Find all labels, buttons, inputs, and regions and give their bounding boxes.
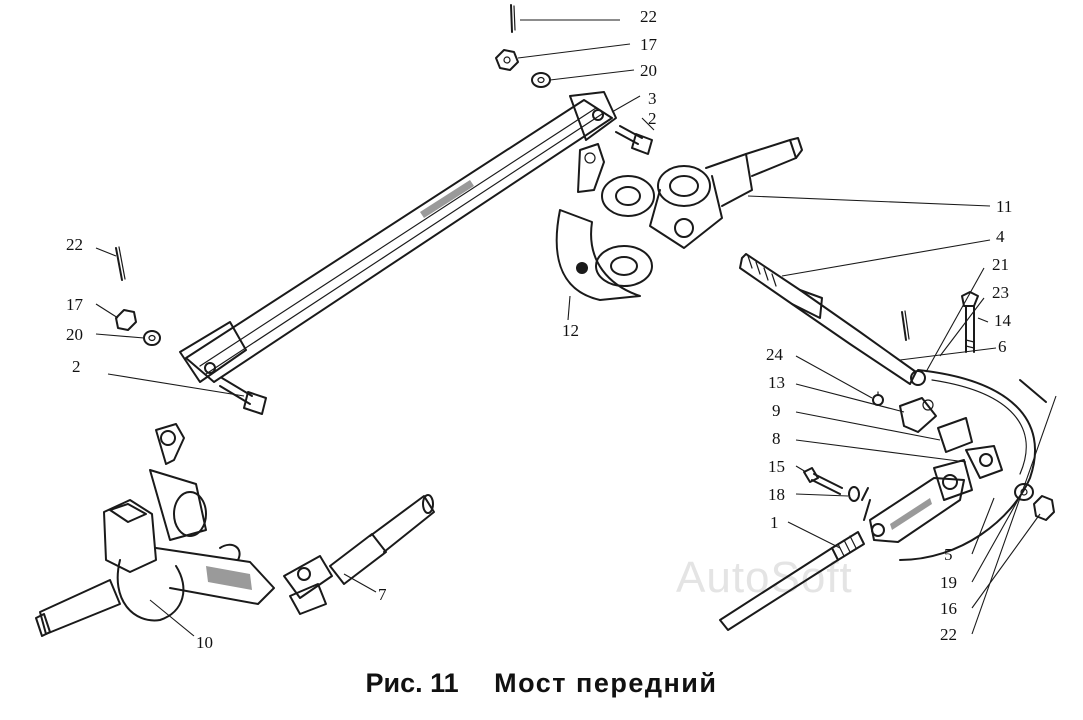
callout-21: 21 <box>992 255 1009 274</box>
spring-washer <box>848 486 860 502</box>
callout-22-top: 22 <box>640 7 657 26</box>
callout-11: 11 <box>996 197 1012 216</box>
figure-caption: Рис. 11 Мост передний <box>0 668 1083 699</box>
axle-beam <box>179 91 617 383</box>
callout-14: 14 <box>994 311 1012 330</box>
figure-number: Рис. 11 <box>365 668 459 698</box>
callout-22-left: 22 <box>66 235 83 254</box>
long-bolt <box>961 291 979 353</box>
castle-nut-left <box>115 309 137 331</box>
callout-16: 16 <box>940 599 957 618</box>
figure-title: Мост передний <box>494 668 718 698</box>
callout-20-left: 20 <box>66 325 83 344</box>
callout-6: 6 <box>998 337 1007 356</box>
callout-2-top: 2 <box>648 109 657 128</box>
universal-joint-assembly <box>899 369 1047 561</box>
leader-lines <box>95 19 1057 637</box>
bolt-top <box>615 125 653 155</box>
washer-top <box>531 72 551 88</box>
callout-23: 23 <box>992 283 1009 302</box>
callout-20-top: 20 <box>640 61 657 80</box>
callout-3: 3 <box>648 89 657 108</box>
cotter-pin-left <box>115 246 126 281</box>
cotter-pin-right <box>901 310 910 341</box>
threaded-rod <box>719 487 871 631</box>
callout-17-top: 17 <box>640 35 658 54</box>
callout-8: 8 <box>772 429 781 448</box>
flat-washer <box>1014 483 1034 501</box>
callout-2-left: 2 <box>72 357 81 376</box>
callout-15: 15 <box>768 457 785 476</box>
callout-24: 24 <box>766 345 784 364</box>
cotter-pin-top <box>510 4 516 33</box>
callout-10: 10 <box>196 633 213 652</box>
drive-shaft <box>739 253 926 386</box>
callout-4: 4 <box>996 227 1005 246</box>
callout-5: 5 <box>944 545 953 564</box>
watermark: AutoSoft <box>676 553 853 602</box>
callout-17-left: 17 <box>66 295 84 314</box>
hex-nut-right <box>1033 495 1055 521</box>
callout-18: 18 <box>768 485 785 504</box>
callout-22-bottom: 22 <box>940 625 957 644</box>
axle-housing <box>35 423 275 637</box>
grease-fitting <box>872 391 884 406</box>
callout-numbers: 22 17 20 3 2 11 4 21 23 14 6 22 17 20 2 … <box>66 7 1012 652</box>
cardan-shaft <box>283 494 435 615</box>
steering-knuckle <box>555 143 655 301</box>
callout-13: 13 <box>768 373 785 392</box>
castle-nut-top <box>495 49 519 71</box>
washer-left <box>143 330 161 346</box>
callout-1: 1 <box>770 513 779 532</box>
callout-7: 7 <box>378 585 387 604</box>
stub-axle-housing <box>649 137 803 249</box>
callout-19: 19 <box>940 573 957 592</box>
callout-9: 9 <box>772 401 781 420</box>
callout-12: 12 <box>562 321 579 340</box>
steering-arm <box>869 459 973 543</box>
small-bolt <box>803 467 843 495</box>
